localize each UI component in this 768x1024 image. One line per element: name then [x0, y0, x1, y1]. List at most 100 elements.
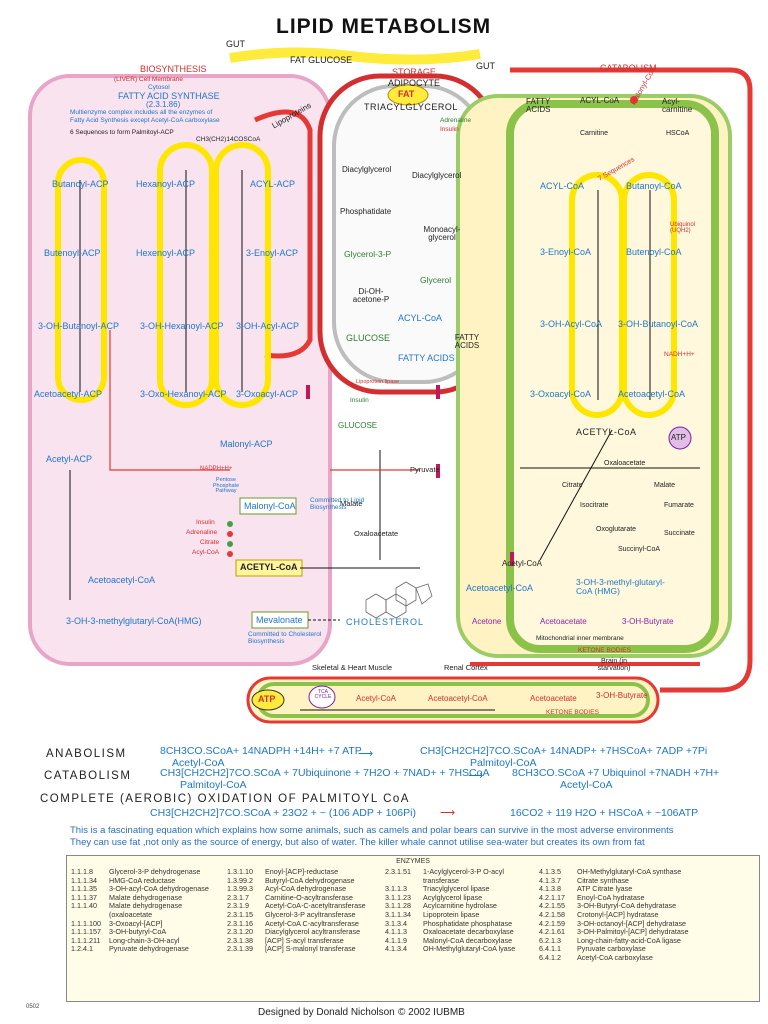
storage-label: STORAGE: [392, 67, 436, 77]
metabolism-diagram: [28, 47, 753, 724]
catabolism-label: CATABOLISM: [600, 63, 657, 73]
glycerol-3-p: Glycerol-3-P: [344, 249, 392, 259]
oxo-hexanoyl-acp: 3-Oxo-Hexanoyl-ACP: [140, 389, 227, 399]
monoacylglycerol: Monoacyl-glycerol: [423, 225, 461, 242]
enzyme-ec: 1.1.1.8: [71, 867, 93, 876]
ubiquinol: Ubiquinol (UQH2): [670, 222, 696, 234]
diacylglycerol-2: Diacylglycerol: [412, 171, 462, 180]
oh-butanoyl-coa: 3-OH-Butanoyl-CoA: [618, 319, 699, 329]
enzyme-name: Acetyl-CoA carboxylase: [577, 952, 653, 962]
enzyme-ec: 4.1.3.5: [539, 867, 561, 876]
enzyme-ec: 3.1.1.34: [385, 909, 411, 919]
fatty-acids-right: FATTY ACIDS: [454, 333, 480, 350]
enzyme-ec: 3.1.1.28: [385, 901, 411, 911]
acetoacetyl-coa: Acetoacetyl-CoA: [88, 575, 156, 585]
hexenoyl-acp: Hexenoyl-ACP: [136, 248, 196, 258]
fat-label: FAT: [398, 89, 415, 99]
diacylglycerol-1: Diacylglycerol: [342, 165, 392, 174]
enzyme-ec: 3.1.1.3: [385, 884, 407, 894]
enzyme-row: 4.1.3.5 OH-Methylglutaryl-CoA synthase: [539, 867, 688, 877]
fas-note-1: Multienzyme complex includes all the enz…: [70, 109, 213, 116]
atp-bottom: ATP: [258, 694, 276, 704]
adrenaline-label: Adrenaline: [186, 529, 218, 536]
citrate-label: Citrate: [200, 539, 220, 546]
complete-right: 16CO2 + 119 H2O + HSCoA + ~106ATP: [510, 807, 699, 819]
sequences-label: 6 Sequences to form Palmitoyl-ACP: [70, 129, 174, 136]
mitochondrion-inner: [506, 100, 719, 653]
enzyme-ec: 3.1.3.4: [385, 918, 407, 928]
enzyme-name: ATP Citrate lyase: [577, 884, 633, 894]
enzyme-ec: 4.2.1.58: [539, 909, 565, 919]
catabolism-red-outline: [510, 67, 753, 693]
enzyme-name: Lipoprotein lipase: [423, 909, 480, 919]
enoyl-acp: 3-Enoyl-ACP: [246, 248, 299, 258]
enzymes-title: ENZYMES: [396, 858, 430, 865]
enzyme-name: Malate dehydrogenase: [109, 901, 183, 911]
adrenaline-storage: Adrenaline: [440, 117, 472, 124]
enzyme-name: HMG-CoA reductase: [109, 875, 176, 885]
oh-butyrate-bottom: 3-OH-Butyrate: [596, 691, 648, 700]
note-line-2: They can use fat ,not only as the source…: [70, 837, 645, 848]
enzyme-name: 3-OH-octanoyl-[ACP] dehydratase: [577, 918, 687, 928]
anabolism-right-2: Palmitoyl-CoA: [470, 757, 537, 769]
cytosol-label: Cytosol: [148, 84, 170, 91]
isocitrate: Isocitrate: [580, 502, 609, 509]
catabolism-left-2: Palmitoyl-CoA: [180, 779, 247, 791]
malonyl-coa-box: [239, 497, 297, 515]
glycerol: Glycerol: [420, 275, 452, 285]
enzyme-ec: 2.3.1.16: [227, 918, 253, 928]
catabolism-right-2: Acetyl-CoA: [560, 779, 613, 791]
enoyl-coa: 3-Enoyl-CoA: [540, 247, 592, 257]
enzyme-row: 3.1.1.34 Lipoprotein lipase: [385, 909, 515, 920]
acyl-acp: ACYL-ACP: [250, 179, 296, 189]
enzyme-name: 1-Acylglycerol-3-P O-acyl: [423, 867, 504, 876]
enzyme-name: Phosphatidate phosphatase: [423, 918, 513, 928]
enzyme-name: 3-OH-butyryl-CoA: [109, 927, 167, 937]
complete-label: COMPLETE (AEROBIC) OXIDATION OF PALMITOY…: [40, 793, 410, 805]
malate-cat: Malate: [654, 482, 676, 489]
enzyme-ec: 6.4.1.1: [539, 944, 561, 954]
enzyme-name: 3-Oxoacyl-[ACP]: [109, 918, 163, 928]
enzyme-row: 1.1.1.100 3-Oxoacyl-[ACP]: [71, 918, 209, 929]
anabolism-arrow: ⟶: [358, 748, 374, 760]
cholesterol-structure: [365, 581, 433, 619]
enzyme-ec: 1.1.1.100: [71, 918, 101, 928]
enzyme-ec: 3.1.1.23: [385, 892, 411, 902]
brain-label: Brain (in starvation): [597, 658, 631, 672]
oh-butanoyl-acp: 3-OH-Butanoyl-ACP: [38, 321, 120, 331]
acetyl-coa-cat-2: Acetyl-CoA: [502, 559, 543, 568]
butanoyl-coa: Butanoyl-CoA: [626, 181, 682, 191]
oxaloacetate-label: Oxaloacetate: [354, 529, 399, 538]
oxoglutarate: Oxoglutarate: [596, 526, 637, 533]
enzyme-name: Glycerol-3-P acyltransferase: [265, 909, 356, 919]
atp-circle: [668, 426, 692, 450]
anabolism-left: 8CH3CO.SCoA+ 14NADPH +14H+ +7 ATP: [160, 745, 362, 757]
acyl-carnitine: Acyl-carnitine: [662, 97, 693, 114]
enzyme-row: 3.1.3.4 Phosphatidate phosphatase: [385, 918, 515, 929]
enzyme-name: OH-Methylglutaryl-CoA synthase: [577, 867, 682, 876]
enzyme-ec: 4.1.3.4: [385, 944, 407, 954]
enzyme-name: Acylglycerol lipase: [423, 892, 483, 902]
enzyme-name: Diacylglycerol acyltransferase: [265, 927, 361, 937]
anabolism-left-2: Acetyl-CoA: [172, 757, 225, 769]
enzyme-name: Crotonyl-[ACP] hydratase: [577, 909, 659, 919]
nadh: NADH+H+: [664, 351, 695, 358]
enzyme-name: Pyruvate carboxylase: [577, 944, 646, 954]
ketone-bodies-bottom: KETONE BODIES: [546, 709, 599, 716]
malate-label: Malate: [340, 499, 363, 508]
enzyme-name: transferase: [423, 875, 459, 885]
beta-loop-2: [621, 172, 677, 418]
acetyl-coa-bottom: Acetyl-CoA: [356, 694, 397, 703]
